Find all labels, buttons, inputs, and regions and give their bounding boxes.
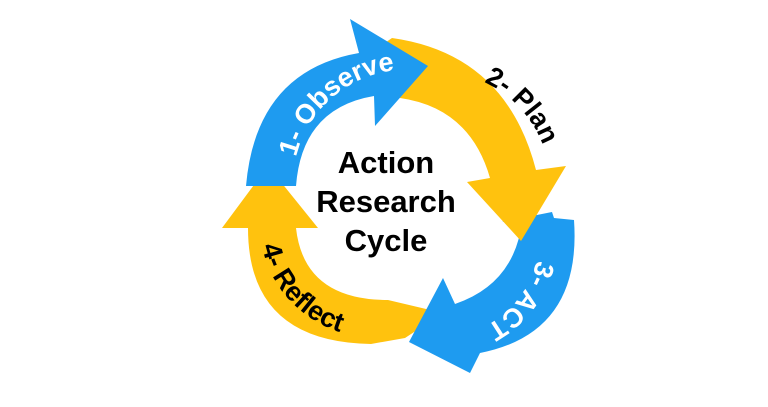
center-title-line-3: Cycle [345,223,428,258]
plan-arrow [360,38,566,241]
reflect-arrow [222,166,443,344]
center-title-line-1: Action [338,145,434,180]
act-arrow [409,212,575,373]
center-title-line-2: Research [316,184,456,219]
observe-arrow [246,19,428,186]
